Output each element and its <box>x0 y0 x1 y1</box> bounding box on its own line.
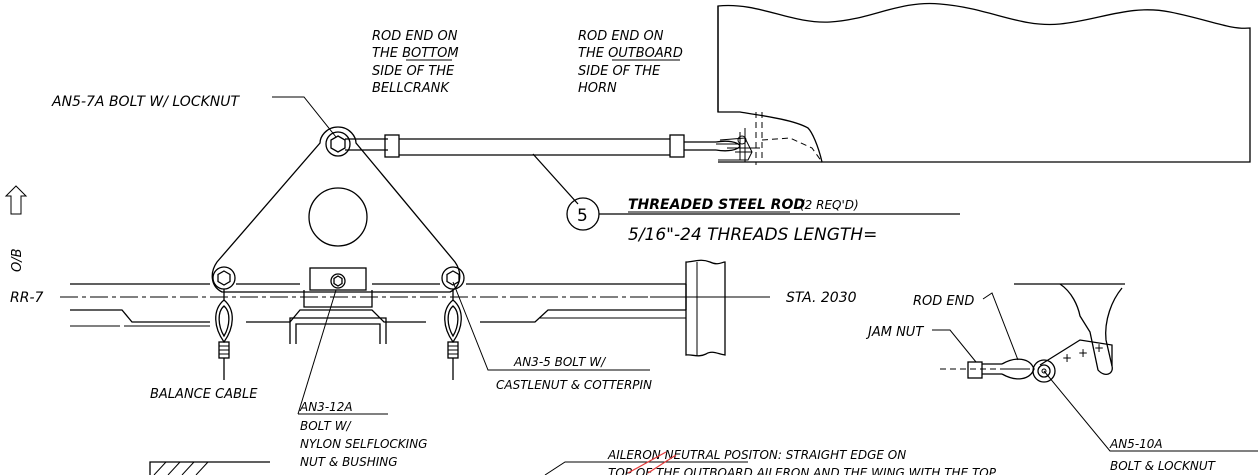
rod-title: THREADED STEEL ROD <box>628 197 805 213</box>
label-an5-7a: AN5-7A BOLT W/ LOCKNUT <box>51 94 240 110</box>
rod-threads: 5/16"-24 THREADS LENGTH= <box>628 225 877 245</box>
label-balance-cable: BALANCE CABLE <box>150 387 258 402</box>
leader-an3-12a <box>297 289 337 415</box>
note-rod-end-outboard-line2: THE OUTBOARD <box>578 46 683 61</box>
note-rod-end-bottom-line3: SIDE OF THE <box>372 64 455 79</box>
note-rod-end-bottom: ROD END ON THE BOTTOM SIDE OF THE BELLCR… <box>372 29 459 96</box>
rod-end-detail: + + + <box>940 283 1125 383</box>
note-rod-end-bottom-line1: ROD END ON <box>372 29 458 44</box>
bellcrank <box>211 126 465 293</box>
note-aileron-neutral: AILERON NEUTRAL POSITON: STRAIGHT EDGE O… <box>607 448 906 462</box>
label-an3-5-line2: CASTLENUT & COTTERPIN <box>496 378 652 392</box>
rear-rib-rr7 <box>60 283 690 327</box>
balance-cable-fitting-right <box>444 289 462 380</box>
leader-rod-end <box>982 292 1019 361</box>
note-rod-end-bottom-line4: BELLCRANK <box>372 81 450 96</box>
outboard-arrow-icon: O/B <box>4 185 28 272</box>
leader-an5-7a <box>272 96 337 138</box>
label-an3-12a: AN3-12A BOLT W/ NYLON SELFLOCKING NUT & … <box>298 400 427 469</box>
direction-label: O/B <box>10 248 25 272</box>
red-revision-mark <box>627 451 677 474</box>
an3-12a-line2: BOLT W/ <box>300 419 353 433</box>
threaded-steel-rod <box>345 134 741 158</box>
label-rr7: RR-7 <box>10 290 44 306</box>
note-rod-end-bottom-line2: THE BOTTOM <box>372 46 459 61</box>
an3-12a-line1: AN3-12A <box>299 400 353 414</box>
hatch-section <box>149 461 270 475</box>
leader-an3-5 <box>452 281 650 371</box>
label-an5-10a-line2: BOLT & LOCKNUT <box>1110 459 1217 473</box>
center-bracket <box>289 267 387 344</box>
label-jam-nut: JAM NUT <box>865 325 924 340</box>
note-rod-end-outboard-line4: HORN <box>578 81 617 96</box>
sta-2030-bulkhead <box>650 259 770 357</box>
label-an5-10a-line1: AN5-10A <box>1109 437 1163 451</box>
balance-cable-fitting-left <box>215 289 233 380</box>
note-aileron-neutral-2: TOP OF THE OUTBOARD AILERON AND THE WING… <box>608 466 997 475</box>
note-rod-end-outboard: ROD END ON THE OUTBOARD SIDE OF THE HORN <box>578 29 683 96</box>
svg-text:+: + <box>1094 341 1104 355</box>
leader-aileron-neutral <box>544 461 608 475</box>
note-rod-end-outboard-line3: SIDE OF THE <box>578 64 661 79</box>
item-balloon: 5 <box>566 197 600 231</box>
rod-qty: (2 REQ'D) <box>800 198 859 212</box>
item-number: 5 <box>577 206 588 226</box>
an3-12a-line3: NYLON SELFLOCKING <box>300 437 427 451</box>
note-rod-end-outboard-line1: ROD END ON <box>578 29 664 44</box>
label-rod-end: ROD END <box>913 294 974 309</box>
svg-text:+: + <box>1062 351 1072 365</box>
leader-jam-nut <box>932 329 977 363</box>
leader-an5-10a <box>1043 370 1258 452</box>
leader-item-5 <box>532 153 579 205</box>
an3-12a-line4: NUT & BUSHING <box>300 455 398 469</box>
svg-text:+: + <box>1078 346 1088 360</box>
aileron-horn-detail <box>716 2 1251 165</box>
label-sta-2030: STA. 2030 <box>786 290 857 306</box>
label-an3-5-line1: AN3-5 BOLT W/ <box>513 355 607 369</box>
